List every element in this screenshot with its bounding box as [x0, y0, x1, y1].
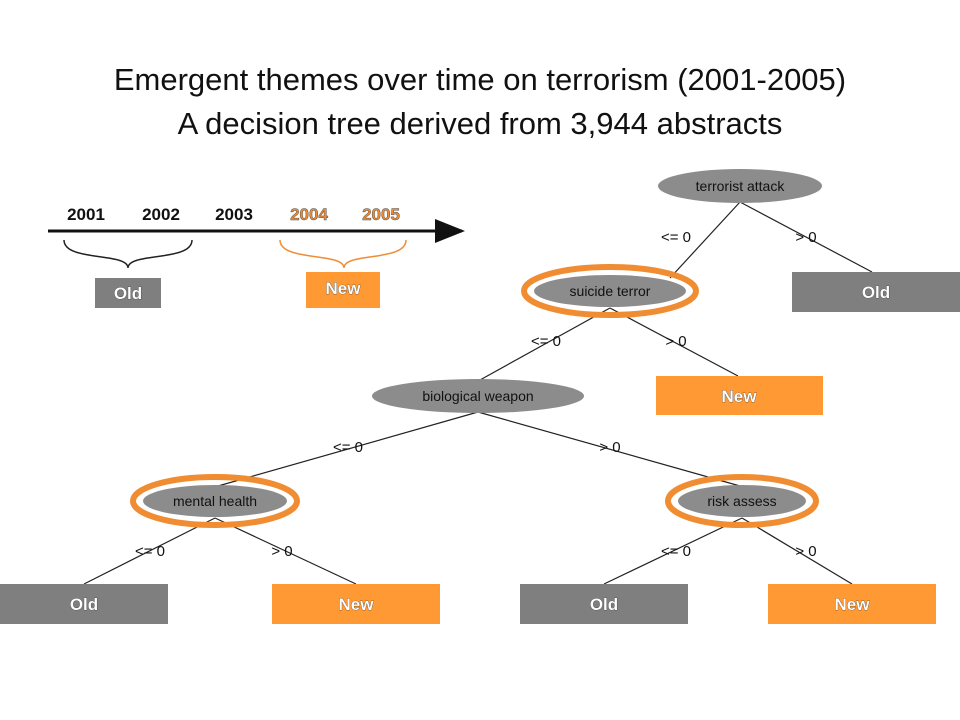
- year-2001: 2001: [67, 205, 105, 224]
- edge-risk-le: <= 0: [661, 543, 691, 560]
- leaf-mental-gt-new-label: New: [339, 595, 375, 614]
- leaf-suicide-gt-new-label: New: [722, 387, 758, 406]
- leaf-root-gt-old-label: Old: [862, 283, 890, 302]
- node-suicide-terror-label: suicide terror: [570, 283, 651, 299]
- node-mental-health-label: mental health: [173, 493, 257, 509]
- edge-root-gt: > 0: [795, 229, 816, 246]
- edge-risk-gt: > 0: [795, 543, 816, 560]
- node-biological-weapon: [372, 379, 584, 413]
- title-line-1: Emergent themes over time on terrorism (…: [113, 62, 847, 97]
- node-terrorist-attack-label: terrorist attack: [696, 178, 786, 194]
- edge-mental-le: <= 0: [135, 543, 165, 560]
- leaf-root-gt-old: [792, 272, 960, 312]
- leaf-mental-le-old-label: Old: [70, 595, 98, 614]
- leaf-suicide-gt-new: [656, 376, 823, 415]
- leaf-risk-gt-new-label: New: [835, 595, 871, 614]
- leaf-risk-gt-new: [768, 584, 936, 624]
- year-2003: 2003: [215, 205, 253, 224]
- edge-bio-gt: > 0: [599, 439, 620, 456]
- node-biological-weapon-label: biological weapon: [422, 388, 533, 404]
- year-2002: 2002: [142, 205, 180, 224]
- node-risk-assess-label: risk assess: [707, 493, 776, 509]
- highlight-ring-suicide: [521, 264, 699, 318]
- highlight-ring-risk: [665, 474, 819, 528]
- node-terrorist-attack: [658, 169, 822, 203]
- year-2004: 2004: [290, 205, 328, 224]
- new-brace: [279, 239, 407, 269]
- title-line-2: A decision tree derived from 3,944 abstr…: [177, 106, 783, 141]
- timeline-old-box: [95, 278, 161, 308]
- edge-root-le: <= 0: [661, 229, 691, 246]
- node-risk-assess: [678, 485, 806, 517]
- node-mental-health: [143, 485, 287, 517]
- leaf-risk-le-old: [520, 584, 688, 624]
- node-suicide-terror: [534, 275, 686, 307]
- highlight-ring-mental: [130, 474, 300, 528]
- edge-suicide-gt: > 0: [665, 333, 686, 350]
- old-brace: [63, 239, 193, 269]
- edge-bio-le: <= 0: [333, 439, 363, 456]
- timeline-old-label: Old: [114, 284, 142, 303]
- leaf-mental-le-old: [0, 584, 168, 624]
- tree-edges: [83, 201, 873, 585]
- edge-mental-gt: > 0: [271, 543, 292, 560]
- leaf-risk-le-old-label: Old: [590, 595, 618, 614]
- timeline-new-box: [306, 272, 380, 308]
- timeline-new-label: New: [326, 279, 362, 298]
- edge-suicide-le: <= 0: [531, 333, 561, 350]
- leaf-mental-gt-new: [272, 584, 440, 624]
- year-2005: 2005: [362, 205, 400, 224]
